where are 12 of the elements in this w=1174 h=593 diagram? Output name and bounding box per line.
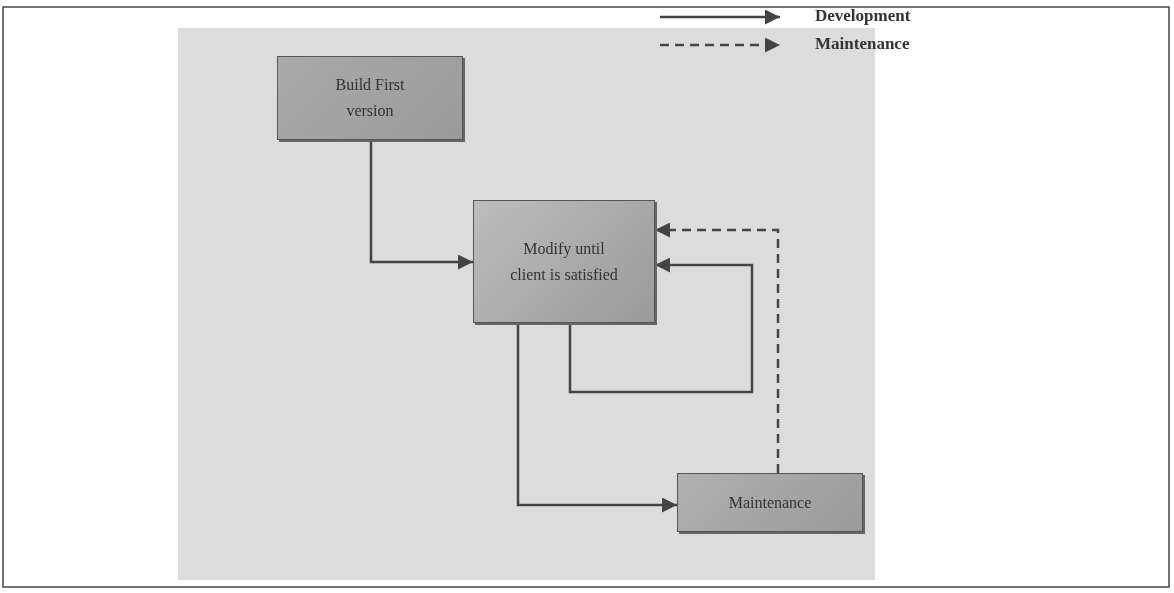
box-label: Modify until client is satisfied [509,238,619,285]
legend-label: Development [815,6,911,26]
arrow [568,257,754,394]
box-label: Build First version [334,75,406,121]
process-box [473,200,655,323]
box-label: Maintenance [728,492,812,513]
legend-label: Maintenance [815,34,910,54]
process-box [677,473,863,532]
arrow [516,323,677,513]
process-box [277,56,463,140]
arrow [369,140,473,270]
arrow [655,222,780,473]
